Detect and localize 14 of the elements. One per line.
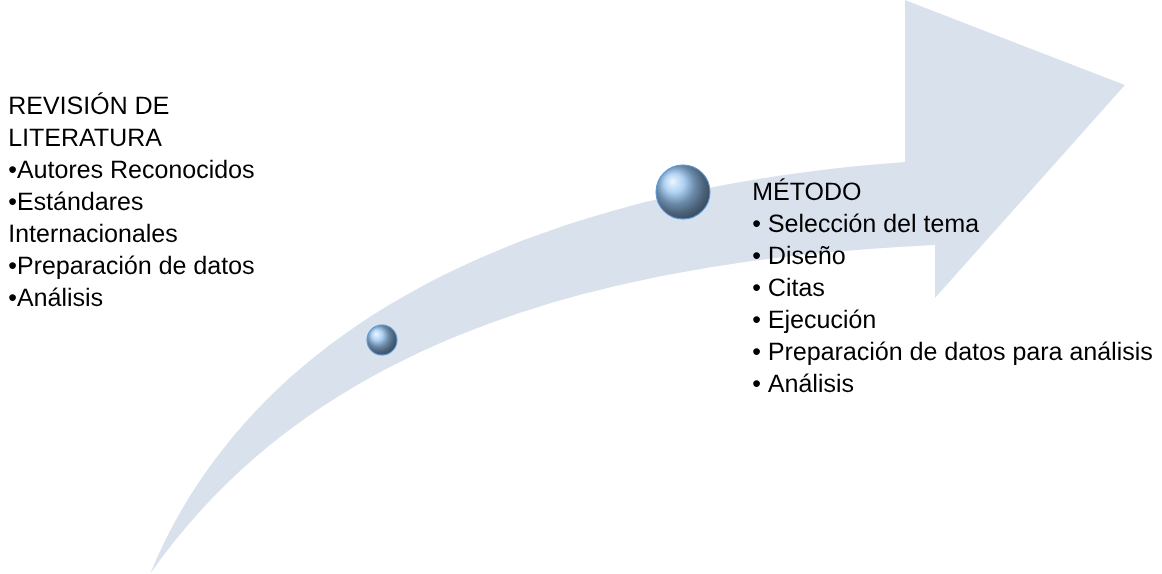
list-item: • Preparación de datos para análisis: [753, 341, 1152, 366]
heading-text: MÉTODO: [754, 178, 861, 201]
list-item: •Análisis: [9, 287, 103, 307]
circle-marker: [655, 164, 711, 220]
list-item: •Preparación de datos: [9, 255, 254, 280]
list-item: • Análisis: [753, 373, 854, 393]
list-item: • Ejecución: [753, 309, 875, 334]
heading-text: REVISIÓN DE LITERATURA: [10, 92, 169, 147]
list-item: •Estándares Internacionales: [9, 191, 177, 243]
list-item: •Autores Reconocidos: [9, 159, 254, 179]
list-item: • Citas: [753, 277, 824, 297]
list-item: • Selección del tema: [753, 213, 980, 233]
list-item: • Diseño: [753, 245, 845, 265]
circle-marker: [366, 324, 398, 356]
